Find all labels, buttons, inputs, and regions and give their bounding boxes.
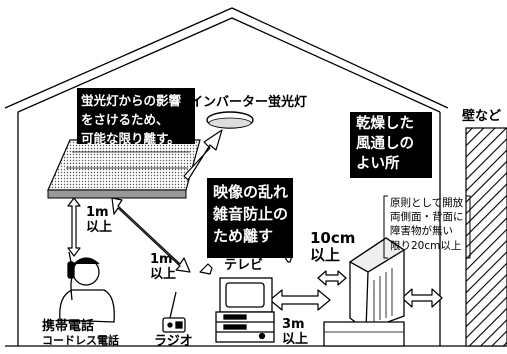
arrow-side	[317, 270, 347, 286]
arrow-rear-wall	[401, 288, 443, 308]
arrow-tv-unit	[269, 289, 331, 311]
callout-image-noise: 映像の乱れ 雑音防止の ため離す	[207, 178, 293, 258]
dryer-unit	[323, 237, 406, 347]
clearance-note: 原則として開放 両側面・背面に 障害物が無い 限り20cm以上	[390, 197, 464, 252]
callout-fluorescent: 蛍光灯からの影響 をさけるため、 可能な限り離す。	[77, 88, 195, 146]
wall-hatch	[465, 127, 507, 347]
arrows	[67, 129, 443, 311]
ceiling-fluorescent-fixture	[47, 139, 201, 199]
clearance-bracket	[383, 195, 388, 259]
radio-label: ラジオ	[154, 334, 193, 349]
tv-icon	[215, 277, 275, 343]
arrow-fixture-lamp	[183, 129, 223, 181]
person-phone-icon	[59, 251, 115, 323]
arrow-fixture-phone	[67, 197, 81, 257]
tv-label: テレビ	[224, 258, 264, 273]
callout-dry-place: 乾燥した 風通しの よい所	[350, 112, 432, 178]
house-outline	[4, 7, 507, 347]
wall-label: 壁など	[462, 109, 502, 124]
inverter-fluorescent-label: インバーター蛍光灯	[190, 95, 308, 110]
arrow-callout-tv	[199, 263, 213, 275]
inverter-lamp-icon	[206, 111, 254, 129]
radio-icon	[162, 291, 186, 333]
phone-label: 携帯電話 コードレス電話	[42, 319, 119, 347]
arrow-fixture-radio	[111, 197, 191, 273]
